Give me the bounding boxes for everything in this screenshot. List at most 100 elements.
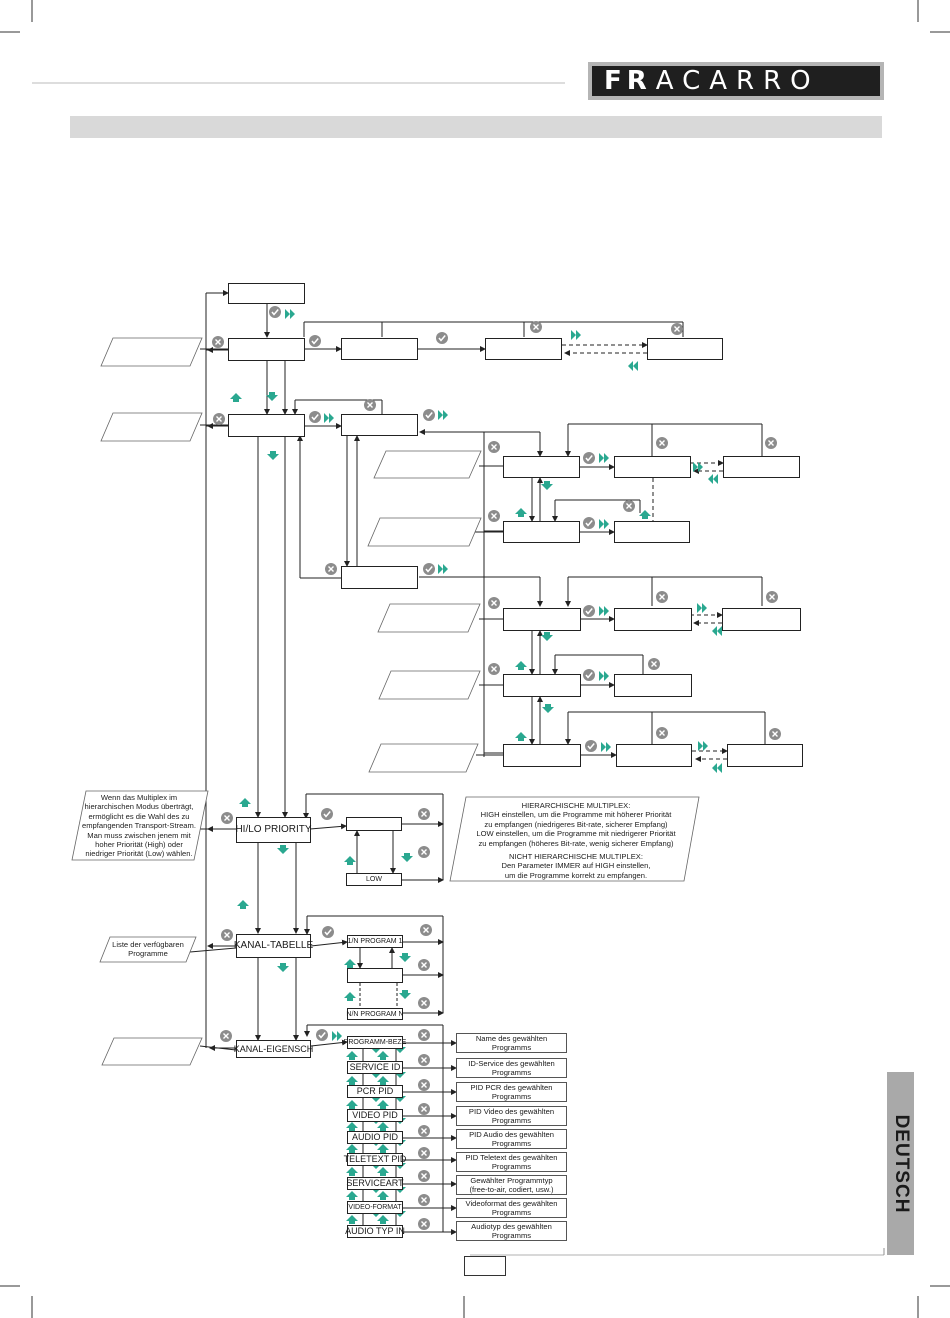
info-line: Videoformat des gewählten xyxy=(465,1199,558,1208)
menu-box-o[interactable] xyxy=(614,674,692,697)
forward-arrow-icon xyxy=(693,462,703,472)
program-middle-box[interactable] xyxy=(347,968,403,983)
video-pid-box[interactable]: VIDEO PID xyxy=(347,1109,403,1122)
cancel-x-icon xyxy=(418,1194,430,1206)
cancel-x-icon xyxy=(418,959,430,971)
ok-check-icon xyxy=(321,808,333,820)
forward-arrow-icon xyxy=(599,671,609,681)
info-line: Programms xyxy=(491,1139,532,1148)
up-arrow-icon xyxy=(377,1122,389,1131)
ok-check-icon xyxy=(316,1029,328,1041)
info-line: Programms xyxy=(491,1043,532,1052)
up-arrow-icon xyxy=(377,1100,389,1109)
up-arrow-icon xyxy=(377,1076,389,1085)
ok-check-icon xyxy=(423,409,435,421)
forward-arrow-icon xyxy=(599,519,609,529)
hierarchic-note-line: LOW einstellen, um die Programme mit nie… xyxy=(476,829,676,839)
info-line: Gewählter Programmtyp xyxy=(470,1176,553,1185)
up-arrow-icon xyxy=(515,732,527,741)
menu-box-f[interactable] xyxy=(614,456,691,478)
cancel-x-icon xyxy=(769,728,781,740)
high-option-box[interactable] xyxy=(346,817,402,831)
menu-box-c[interactable] xyxy=(647,338,723,360)
cancel-x-icon xyxy=(418,1079,430,1091)
ok-check-icon xyxy=(436,332,448,344)
up-arrow-icon xyxy=(344,959,356,968)
program-first-box[interactable]: 1/N PROGRAM 1 xyxy=(347,935,403,948)
multiplex-note: Wenn das Multiplex im hierarchischen Mod… xyxy=(74,793,204,859)
audio-typ-box[interactable]: AUDIO TYP IN xyxy=(345,1225,405,1238)
menu-box-m[interactable] xyxy=(722,608,801,631)
up-arrow-icon xyxy=(239,798,251,807)
low-option-box[interactable]: LOW xyxy=(346,873,402,886)
menu-box-k[interactable] xyxy=(503,608,581,631)
menu-box-a[interactable] xyxy=(341,338,418,360)
program-last-box[interactable]: N/N PROGRAM N xyxy=(346,1008,404,1020)
pcr-pid-box[interactable]: PCR PID xyxy=(347,1085,403,1098)
info-line: PID Teletext des gewählten xyxy=(465,1153,558,1162)
menu-box-b[interactable] xyxy=(485,338,562,360)
programm-beze-box[interactable]: PROGRAMM-BEZE xyxy=(344,1036,406,1049)
menu-box-j[interactable] xyxy=(341,566,418,589)
cancel-x-icon xyxy=(418,846,430,858)
ok-check-icon xyxy=(309,335,321,347)
forward-arrow-icon xyxy=(285,309,295,319)
cancel-x-icon xyxy=(325,563,337,575)
back-arrow-icon xyxy=(712,626,722,636)
audio-pid-box[interactable]: AUDIO PID xyxy=(347,1131,403,1144)
serviceart-box[interactable]: SERVICEART xyxy=(346,1177,404,1190)
hierarchic-note-line: HIGH einstellen, um die Programme mit hö… xyxy=(480,810,672,820)
forward-arrow-icon xyxy=(332,1031,342,1041)
kanal-tabelle-box[interactable]: KANAL-TABELLE xyxy=(234,934,313,958)
menu-box-level2[interactable] xyxy=(228,414,305,437)
menu-box-top[interactable] xyxy=(228,283,305,304)
down-arrow-icon xyxy=(277,963,289,972)
menu-box-q[interactable] xyxy=(616,744,692,767)
up-arrow-icon xyxy=(346,1100,358,1109)
menu-box-g[interactable] xyxy=(723,456,800,478)
info-line: PID PCR des gewählten xyxy=(470,1083,553,1092)
hierarchic-note-line: Den Parameter IMMER auf HIGH einstellen, xyxy=(501,861,651,871)
menu-box-e[interactable] xyxy=(503,456,580,478)
kanal-eigensch-box[interactable]: KANAL-EIGENSCH xyxy=(234,1040,313,1058)
info-line: Programms xyxy=(491,1162,532,1171)
teletext-pid-box[interactable]: TELETEXT PID xyxy=(343,1153,407,1166)
up-arrow-icon xyxy=(377,1144,389,1153)
info-box-type: Gewählter Programmtyp(free-to-air, codie… xyxy=(456,1175,567,1195)
cancel-x-icon xyxy=(656,727,668,739)
forward-arrow-icon xyxy=(438,410,448,420)
menu-box-p[interactable] xyxy=(503,744,581,767)
menu-box-d[interactable] xyxy=(341,414,418,436)
menu-box-l[interactable] xyxy=(614,608,692,631)
menu-box-i[interactable] xyxy=(614,521,690,543)
multiplex-note-line: empfangenden Transport-Stream. xyxy=(82,821,196,831)
service-id-box[interactable]: SERVICE ID xyxy=(347,1061,403,1074)
back-arrow-icon xyxy=(712,763,722,773)
menu-box-h[interactable] xyxy=(503,521,580,543)
video-format-box[interactable]: VIDEO-FORMAT xyxy=(347,1201,403,1214)
back-arrow-icon xyxy=(628,361,638,371)
ok-check-icon xyxy=(423,563,435,575)
up-arrow-icon xyxy=(377,1051,389,1060)
up-arrow-icon xyxy=(346,1167,358,1176)
down-arrow-icon xyxy=(541,481,553,490)
cancel-x-icon xyxy=(220,1030,232,1042)
cancel-x-icon xyxy=(530,321,542,333)
up-arrow-icon xyxy=(346,1144,358,1153)
menu-box-r[interactable] xyxy=(727,744,803,767)
forward-arrow-icon xyxy=(571,330,581,340)
menu-box-n[interactable] xyxy=(503,674,581,697)
down-arrow-icon xyxy=(266,392,278,401)
section-title-bar xyxy=(70,116,882,138)
info-line: PID Audio des gewählten xyxy=(469,1130,554,1139)
forward-arrow-icon xyxy=(697,603,707,613)
back-arrow-icon xyxy=(708,474,718,484)
ok-check-icon xyxy=(583,452,595,464)
menu-box-level1[interactable] xyxy=(228,338,305,361)
page-number-box xyxy=(464,1256,506,1276)
cancel-x-icon xyxy=(420,924,432,936)
cancel-x-icon xyxy=(418,1029,430,1041)
hilo-priority-box[interactable]: HI/LO PRIORITY xyxy=(235,817,312,843)
